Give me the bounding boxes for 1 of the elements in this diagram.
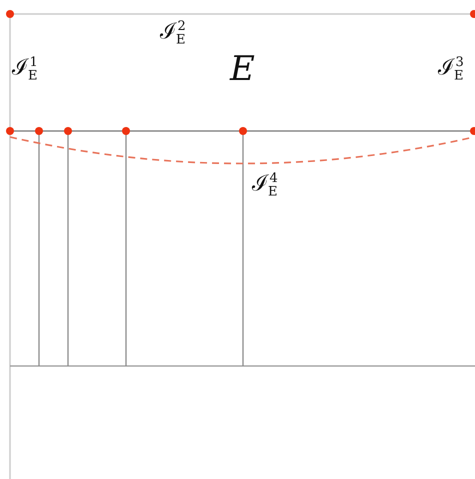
label-text: E xyxy=(230,52,255,86)
